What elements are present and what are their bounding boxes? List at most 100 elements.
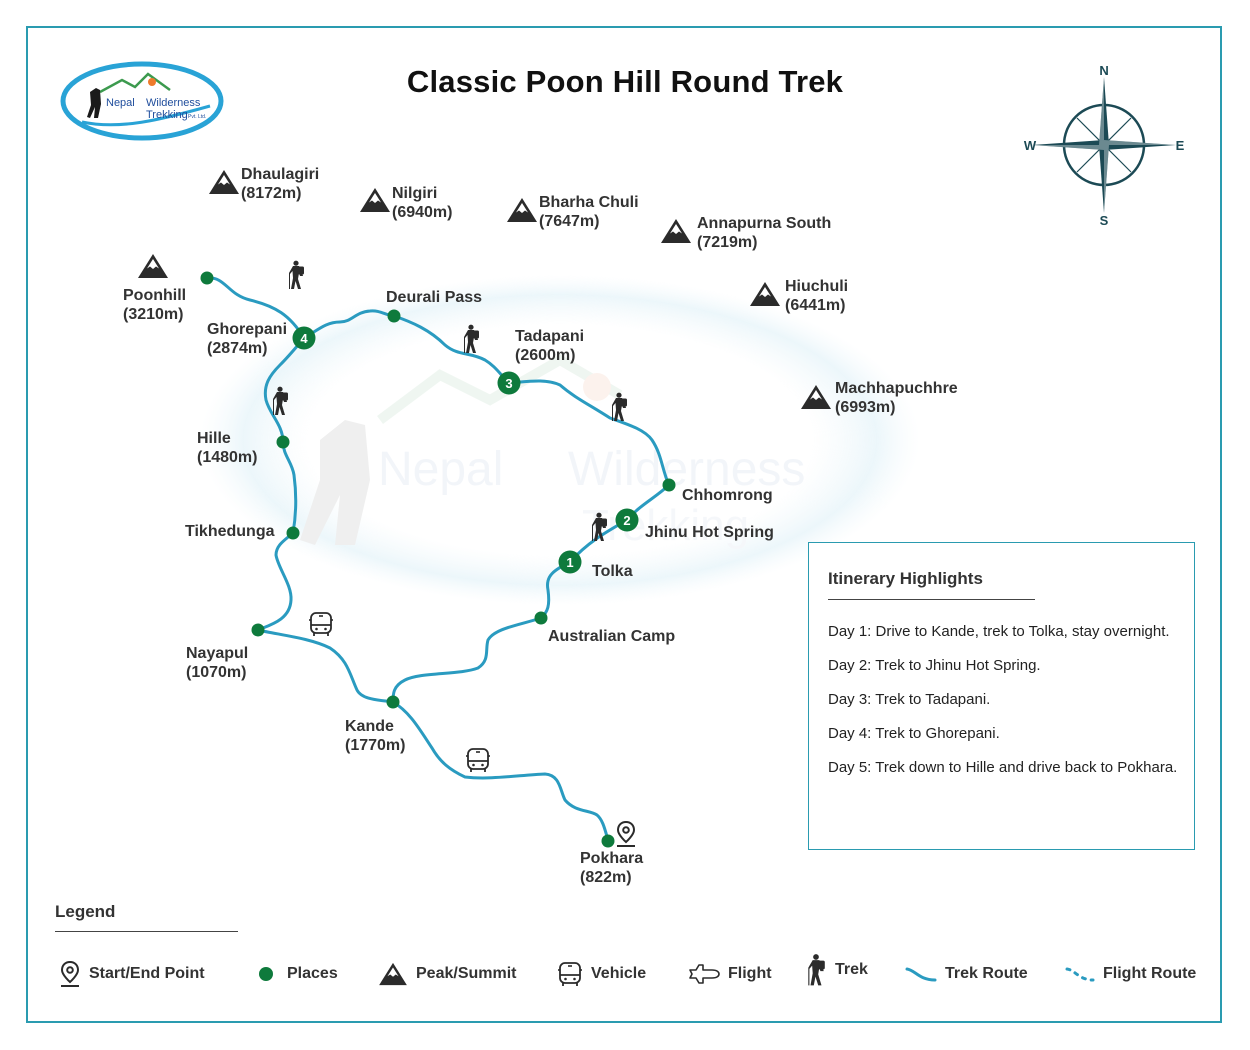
trek-route-poonhill-ghorepani <box>205 276 306 340</box>
svg-text:Wilderness: Wilderness <box>146 97 201 109</box>
legend-item-start-end: Start/End Point <box>59 960 205 988</box>
place-label-poonhill: Poonhill(3210m) <box>123 287 187 323</box>
place-dot-poonhill[interactable] <box>200 271 214 285</box>
legend-title: Legend <box>55 902 116 921</box>
legend-item-flight-route: Flight Route <box>1065 960 1196 988</box>
compass-e: E <box>1176 138 1185 153</box>
flight-route-icon <box>1065 967 1095 982</box>
place-label-hille: Hille(1480m) <box>197 430 258 466</box>
map-frame <box>26 26 1222 1023</box>
legend-label: Start/End Point <box>89 965 205 982</box>
peak-icon-poonhill <box>138 254 168 278</box>
day-marker-1[interactable]: 1 <box>558 550 582 574</box>
legend-label: Trek Route <box>945 965 1028 982</box>
svg-text:3: 3 <box>505 376 512 391</box>
place-dot-hille[interactable] <box>276 435 290 449</box>
legend-item-trek: Trek <box>805 953 868 986</box>
place-dot-deurali-pass[interactable] <box>387 309 401 323</box>
peak-label-nilgiri: Nilgiri(6940m) <box>392 185 453 221</box>
vehicle-icon <box>465 748 491 773</box>
itinerary-day-3: Day 3: Trek to Tadapani. <box>828 691 991 708</box>
legend-label: Trek <box>835 961 868 978</box>
place-label-chhomrong: Chhomrong <box>682 487 773 504</box>
legend-item-trek-route: Trek Route <box>905 960 1028 988</box>
place-dot-australian-camp[interactable] <box>534 611 548 625</box>
peak-label-dhaulagiri: Dhaulagiri(8172m) <box>241 166 320 202</box>
compass-s: S <box>1100 213 1109 228</box>
peak-icon-bharha-chuli <box>507 198 537 222</box>
itinerary-divider <box>828 599 1035 600</box>
page-title: Classic Poon Hill Round Trek <box>406 64 844 99</box>
vehicle-icon <box>557 962 583 987</box>
itinerary-title: Itinerary Highlights <box>828 569 983 588</box>
itinerary-panel: Itinerary Highlights Day 1: Drive to Kan… <box>808 542 1195 850</box>
svg-text:Pvt. Ltd.: Pvt. Ltd. <box>188 114 206 120</box>
legend-item-flight: Flight <box>688 960 772 988</box>
legend-divider <box>55 931 238 932</box>
legend-item-peak: Peak/Summit <box>378 960 516 988</box>
peak-icon-nilgiri <box>360 188 390 212</box>
svg-text:Nepal: Nepal <box>106 97 135 109</box>
watermark-logo: Nepal Wilderness Trekking <box>200 275 920 605</box>
place-dot-chhomrong[interactable] <box>662 478 676 492</box>
trek-route-hille-ghorepani <box>263 336 306 444</box>
trek-route-deurali-tadapani <box>392 314 511 385</box>
svg-text:Trekking: Trekking <box>146 109 188 121</box>
trek-route-australian-camp-kande <box>391 616 543 704</box>
day-marker-4[interactable]: 4 <box>292 326 316 350</box>
itinerary-day-5: Day 5: Trek down to Hille and drive back… <box>828 759 1178 776</box>
place-label-jhinu-hot-spring: Jhinu Hot Spring <box>645 524 774 541</box>
legend-item-places: Places <box>258 960 338 988</box>
itinerary-day-4: Day 4: Trek to Ghorepani. <box>828 725 1000 742</box>
peak-label-hiuchuli: Hiuchuli(6441m) <box>785 278 849 314</box>
trek-route-tadapani-chhomrong <box>507 379 671 487</box>
place-dot-kande[interactable] <box>386 695 400 709</box>
place-dot-nayapul[interactable] <box>251 623 265 637</box>
peak-label-bharha-chuli: Bharha Chuli(7647m) <box>539 194 639 230</box>
svg-text:Trekking: Trekking <box>582 501 749 550</box>
legend-label: Peak/Summit <box>416 965 517 982</box>
place-label-nayapul: Nayapul(1070m) <box>186 645 249 681</box>
drive-route-kande-nayapul <box>256 628 395 704</box>
drive-route-kande-pokhara <box>391 700 610 842</box>
peak-icon-dhaulagiri <box>209 170 239 194</box>
place-label-tikhedunga: Tikhedunga <box>185 523 275 540</box>
compass-rose: N S W E <box>1024 63 1185 228</box>
trek-route-nayapul-tikhedunga <box>256 531 295 632</box>
svg-text:1: 1 <box>566 555 573 570</box>
trek-route-icon <box>905 967 937 982</box>
svg-text:Nepal: Nepal <box>378 443 503 496</box>
svg-text:Wilderness: Wilderness <box>568 443 805 496</box>
places-dot-icon <box>259 967 273 981</box>
itinerary-day-1: Day 1: Drive to Kande, trek to Tolka, st… <box>828 623 1170 640</box>
peak-icon-annapurna-south <box>661 219 691 243</box>
trek-icon <box>288 260 305 290</box>
place-label-pokhara: Pokhara(822m) <box>580 850 644 886</box>
peak-summit-icon <box>379 962 407 986</box>
legend-label: Flight Route <box>1103 965 1197 982</box>
place-dot-pokhara[interactable] <box>601 834 615 848</box>
start-end-point-icon <box>60 961 80 987</box>
itinerary-day-2: Day 2: Trek to Jhinu Hot Spring. <box>828 657 1041 674</box>
place-label-australian-camp: Australian Camp <box>548 628 676 645</box>
start-end-point-icon <box>616 821 636 847</box>
legend-label: Places <box>287 965 338 982</box>
place-label-tolka: Tolka <box>592 563 633 580</box>
vehicle-icon <box>308 612 334 637</box>
place-label-deurali-pass: Deurali Pass <box>386 289 483 306</box>
place-label-kande: Kande(1770m) <box>345 718 406 754</box>
trek-route-tolka-australian-camp <box>539 560 572 620</box>
legend-label: Flight <box>728 965 772 982</box>
compass-n: N <box>1099 63 1108 78</box>
peak-icon-hiuchuli <box>750 282 780 306</box>
svg-text:4: 4 <box>300 331 308 346</box>
peak-label-annapurna-south: Annapurna South(7219m) <box>697 215 832 251</box>
day-marker-2[interactable]: 2 <box>615 508 639 532</box>
company-logo[interactable]: Nepal Wilderness Trekking Pvt. Ltd. <box>60 60 225 142</box>
day-marker-3[interactable]: 3 <box>497 371 521 395</box>
place-dot-tikhedunga[interactable] <box>286 526 300 540</box>
compass-w: W <box>1024 138 1037 153</box>
legend-item-vehicle: Vehicle <box>557 960 646 988</box>
trek-route-ghorepani-deurali <box>302 309 396 340</box>
